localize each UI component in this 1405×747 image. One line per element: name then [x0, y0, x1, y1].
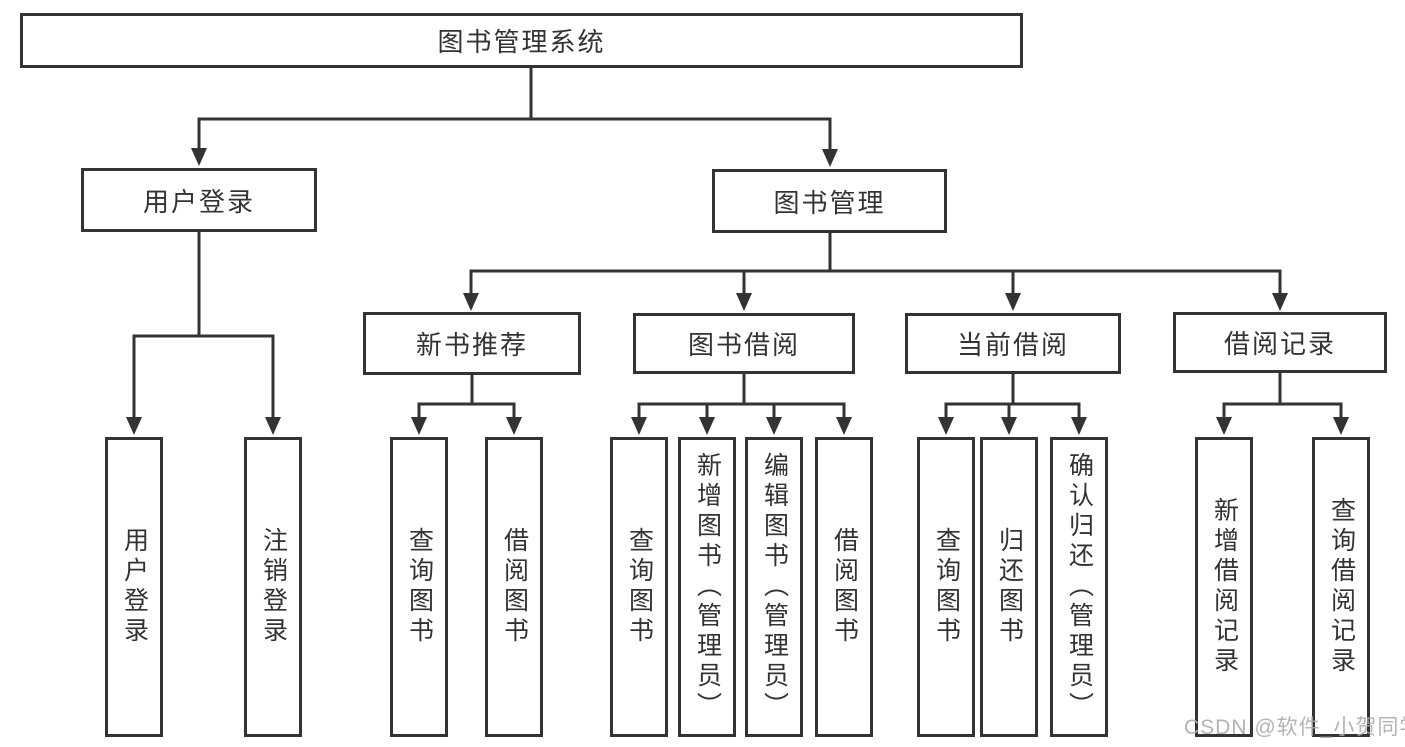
node-new-book-recommend-label: 新书推荐 [415, 330, 528, 360]
node-borrow-records-label: 借阅记录 [1223, 329, 1336, 359]
node-borrow-records: 借阅记录 [1173, 312, 1387, 373]
node-book-management: 图书管理 [712, 169, 947, 233]
leaf-confirm-return-admin-label: 确认归还（管理员） [1065, 452, 1094, 722]
node-new-book-recommend: 新书推荐 [363, 312, 581, 375]
node-book-management-label: 图书管理 [773, 187, 886, 218]
node-book-borrow-label: 图书借阅 [687, 330, 800, 360]
leaf-query-borrow-record: 查询借阅记录 [1312, 437, 1370, 737]
node-user-login: 用户登录 [81, 168, 317, 232]
leaf-return-book: 归还图书 [980, 437, 1038, 737]
leaf-query-books-current-label: 查询图书 [932, 527, 961, 647]
leaf-confirm-return-admin: 确认归还（管理员） [1050, 437, 1108, 737]
leaf-add-book-admin-label: 新增图书（管理员） [693, 452, 722, 722]
leaf-query-books-recommend-label: 查询图书 [405, 527, 434, 647]
node-book-borrow: 图书借阅 [633, 313, 855, 374]
leaf-add-borrow-record-label: 新增借阅记录 [1210, 497, 1239, 677]
node-root-label: 图书管理系统 [437, 27, 606, 57]
node-root-system: 图书管理系统 [20, 13, 1023, 68]
leaf-logout: 注销登录 [244, 437, 302, 737]
leaf-borrow-books-recommend-label: 借阅图书 [500, 527, 529, 647]
leaf-edit-book-admin: 编辑图书（管理员） [745, 437, 803, 737]
leaf-query-borrow-record-label: 查询借阅记录 [1327, 497, 1356, 677]
leaf-borrow-books: 借阅图书 [815, 437, 873, 737]
node-current-borrow-label: 当前借阅 [956, 330, 1069, 360]
leaf-user-login: 用户登录 [105, 437, 163, 737]
leaf-add-book-admin: 新增图书（管理员） [678, 437, 736, 737]
leaf-add-borrow-record: 新增借阅记录 [1195, 437, 1253, 737]
leaf-logout-label: 注销登录 [259, 527, 288, 647]
csdn-watermark: CSDN @软件_小贺同学 [1184, 716, 1405, 739]
leaf-borrow-books-label: 借阅图书 [830, 527, 859, 647]
leaf-query-books-recommend: 查询图书 [390, 437, 448, 737]
leaf-return-book-label: 归还图书 [995, 527, 1024, 647]
node-current-borrow: 当前借阅 [905, 313, 1121, 374]
leaf-query-books-borrow-label: 查询图书 [625, 527, 654, 647]
leaf-query-books-current: 查询图书 [917, 437, 975, 737]
arrowheads [126, 148, 1349, 435]
leaf-edit-book-admin-label: 编辑图书（管理员） [760, 452, 789, 722]
leaf-query-books-borrow: 查询图书 [610, 437, 668, 737]
leaf-borrow-books-recommend: 借阅图书 [485, 437, 543, 737]
node-user-login-label: 用户登录 [142, 186, 255, 217]
leaf-user-login-label: 用户登录 [120, 527, 149, 647]
